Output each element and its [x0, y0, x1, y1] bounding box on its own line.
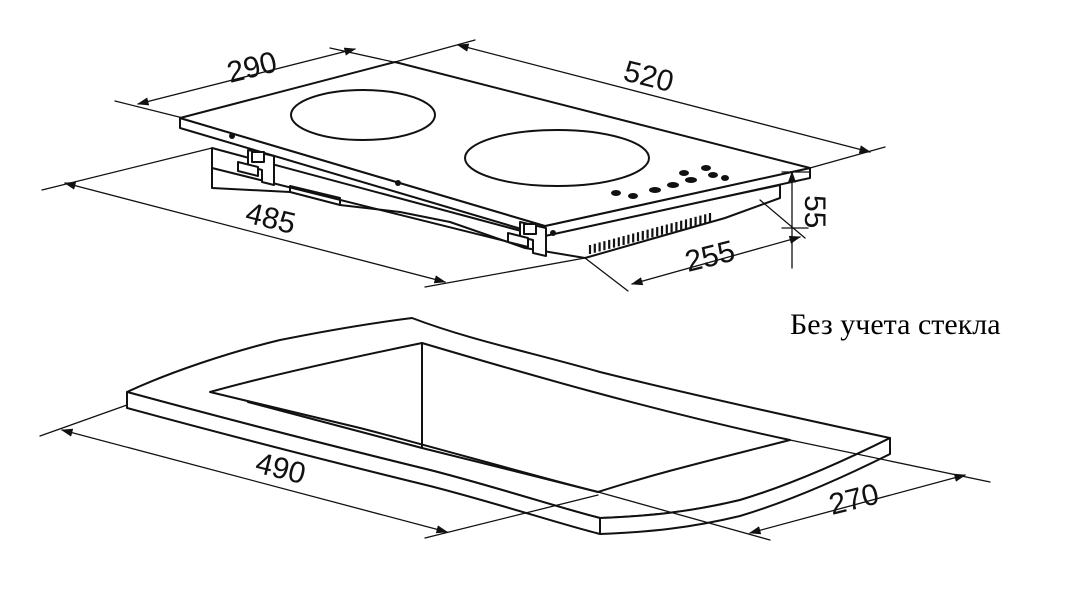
dim-520-label: 520 — [620, 55, 677, 99]
countertop-cutout-drawing — [126, 317, 891, 535]
countertop-slab-side-edge — [599, 437, 891, 535]
touch-control-panel — [611, 165, 729, 199]
screw-dot — [395, 180, 401, 186]
mounting-bracket-left — [237, 149, 275, 186]
dim-255-label: 255 — [682, 235, 739, 279]
dim-55: 55 — [781, 170, 831, 269]
dim-290-label: 290 — [224, 46, 281, 90]
screw-dot — [550, 230, 556, 236]
dim-55-label: 55 — [798, 195, 831, 228]
dim-485: 485 — [41, 147, 586, 288]
screw-dot — [229, 133, 235, 139]
dim-270-label: 270 — [826, 478, 883, 522]
dim-485-label: 485 — [242, 197, 299, 241]
vent-grille — [588, 213, 712, 254]
note-without-glass: Без учета стекла — [790, 308, 1001, 341]
dim-490: 490 — [39, 404, 599, 539]
mounting-bracket-right — [507, 221, 547, 257]
cooking-zone-rear — [290, 89, 436, 141]
